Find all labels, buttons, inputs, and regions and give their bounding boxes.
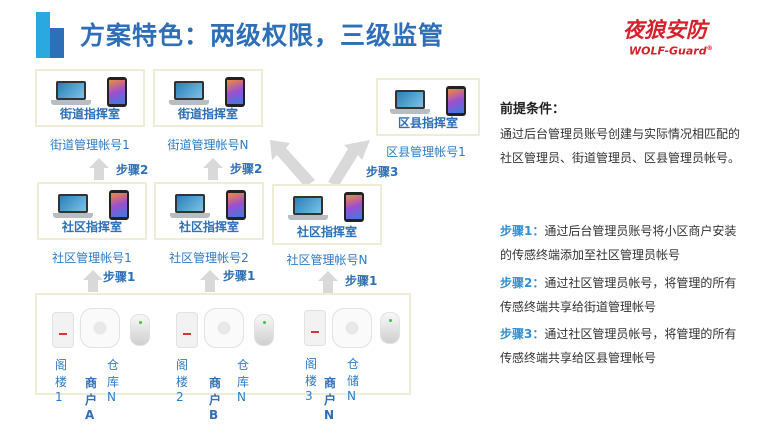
room-label: 社区指挥室 [61,220,122,234]
laptop-icon [288,196,328,222]
arrow-up-icon [203,158,223,180]
community-command-room-1: 社区指挥室 [37,182,147,240]
laptop-icon [169,81,209,107]
step-label: 步骤3 [366,165,399,179]
tablet-icon [344,192,364,222]
merchant-name: 商户B [209,376,222,422]
step-description-2: 步骤2：通过社区管理员帐号，将管理的所有传感终端共享给街道管理帐号 [500,271,740,319]
step-text: 通过社区管理员帐号，将管理的所有传感终端共享给区县管理帐号 [500,327,737,365]
step-label: 步骤1 [223,269,256,283]
arrow-up-icon [318,271,338,293]
account-label: 社区管理帐号1 [52,251,132,265]
county-command-room: 区县指挥室 [376,78,480,136]
location-label: 仓储N [347,357,360,403]
page-title: 方案特色：两级权限，三级监管 [80,21,445,50]
laptop-icon [170,194,210,220]
motion-sensor-icon [130,314,150,346]
location-label: 阁楼3 [305,357,318,403]
motion-sensor-icon [254,314,274,346]
arrow-up-icon [83,270,103,292]
location-label: 阁楼2 [176,358,189,404]
account-label: 街道管理帐号1 [50,138,130,152]
laptop-icon [53,194,93,220]
tablet-icon [226,190,246,220]
account-label: 社区管理帐号2 [169,251,249,265]
community-command-room-n: 社区指挥室 [272,184,382,245]
laptop-icon [51,81,91,107]
step-description-1: 步骤1：通过后台管理员账号将小区商户安装的传感终端添加至社区管理员帐号 [500,219,740,267]
logo-en: WOLF-Guard [629,44,707,58]
logo-cn: 夜狼安防 [623,18,707,42]
tablet-icon [107,77,127,107]
arrow-up-icon [89,158,109,180]
room-label: 街道指挥室 [177,107,238,121]
hub-icon [80,308,120,348]
logo-mark: ® [706,45,713,52]
motion-sensor-icon [380,312,400,344]
step-description-3: 步骤3：通过社区管理员帐号，将管理的所有传感终端共享给区县管理帐号 [500,322,740,370]
preconditions-text: 通过后台管理员账号创建与实际情况相匹配的社区管理员、街道管理员、区县管理员帐号。 [500,127,741,165]
pir-sensor-icon [304,310,326,346]
hub-icon [332,308,372,348]
step-label: 步骤1 [345,274,378,288]
step-label: 步骤2 [230,162,263,176]
merchant-name: 商户N [324,376,337,422]
tablet-icon [225,77,245,107]
step-label: 步骤1 [103,270,136,284]
title-accent-bar [50,28,64,58]
step-text: 通过后台管理员账号将小区商户安装的传感终端添加至社区管理员帐号 [500,224,737,262]
brand-logo: 夜狼安防 WOLF-Guard® [623,18,733,58]
step-label: 步骤3： [500,327,545,341]
account-label: 街道管理帐号N [167,138,249,152]
step-label: 步骤1： [500,224,545,238]
arrow-up-right-icon [328,140,370,187]
arrow-up-icon [200,270,220,292]
room-label: 社区指挥室 [296,225,357,239]
location-label: 仓库N [237,358,250,404]
room-label: 社区指挥室 [178,220,239,234]
location-label: 仓库N [107,358,120,404]
hub-icon [204,308,244,348]
arrow-up-left-icon [270,140,315,187]
room-label: 街道指挥室 [59,107,120,121]
room-label: 区县指挥室 [397,116,458,130]
account-label: 区县管理帐号1 [386,145,466,159]
step-label: 步骤2： [500,276,545,290]
street-command-room-n: 街道指挥室 [153,69,263,127]
tablet-icon [109,190,129,220]
diagonal-arrows [270,140,370,187]
laptop-icon [390,90,430,116]
pir-sensor-icon [52,312,74,348]
preconditions-title: 前提条件： [500,102,566,117]
community-command-room-2: 社区指挥室 [154,182,264,240]
tablet-icon [446,86,466,116]
step-text: 通过社区管理员帐号，将管理的所有传感终端共享给街道管理帐号 [500,276,737,314]
pir-sensor-icon [176,312,198,348]
title-accent-bar [36,12,50,58]
step-label: 步骤2 [116,163,149,177]
street-command-room-1: 街道指挥室 [35,69,145,127]
location-label: 阁楼1 [55,358,68,404]
account-label: 社区管理帐号N [286,253,368,267]
merchant-name: 商户A [85,376,98,422]
preconditions: 前提条件： 通过后台管理员账号创建与实际情况相匹配的社区管理员、街道管理员、区县… [500,98,740,170]
